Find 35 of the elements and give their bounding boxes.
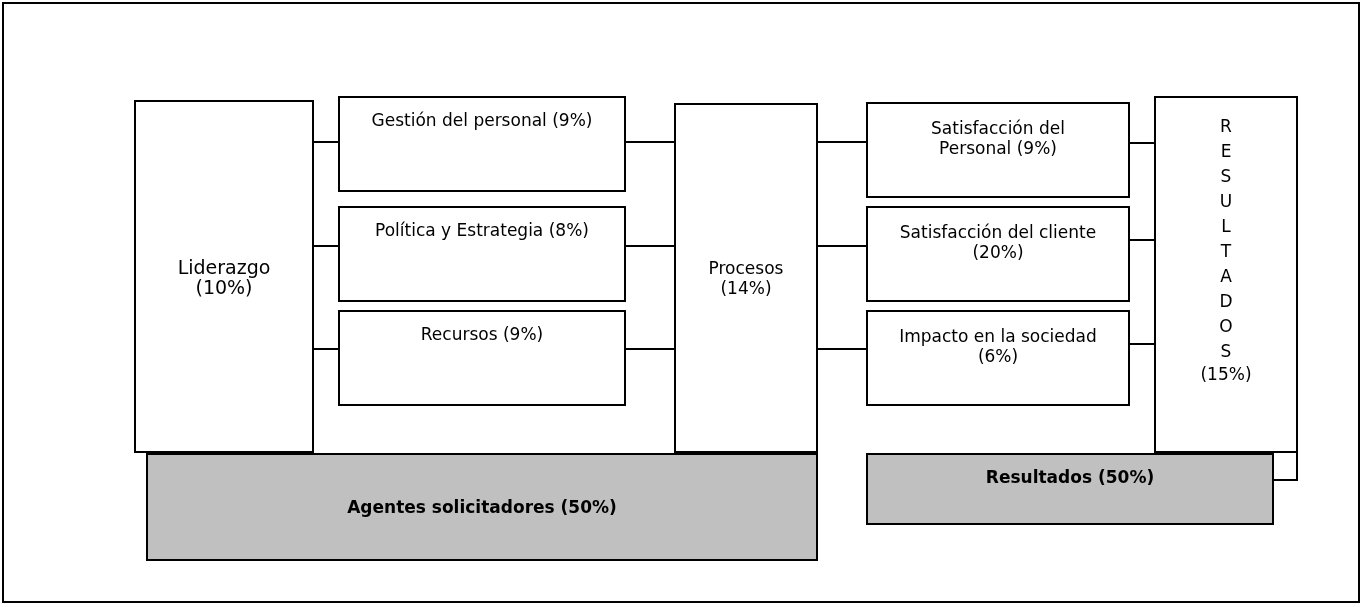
box-label: Satisfacción del Personal (9%) <box>930 118 1066 158</box>
box-label: Política y Estrategia (8%) <box>374 220 590 240</box>
box-label: Impacto en la sociedad (6%) <box>898 326 1098 366</box>
criterion-box <box>338 310 626 406</box>
box-label: Satisfacción del cliente (20%) <box>898 222 1098 262</box>
criterion-box <box>338 96 626 192</box>
connector-line <box>817 245 867 247</box>
criterion-box <box>338 206 626 302</box>
summary-bar <box>866 453 1274 525</box>
connector-line <box>313 348 339 350</box>
vertical-label: RESULTADOS <box>1218 115 1234 363</box>
connector-line <box>817 348 867 350</box>
box-label: Gestión del personal (9%) <box>370 110 594 130</box>
connector-line <box>1129 142 1155 144</box>
connector-line <box>625 141 675 143</box>
connector-line <box>313 245 339 247</box>
box-label: Agentes solicitadores (50%) <box>346 497 618 517</box>
box-label: Procesos (14%) <box>707 258 785 298</box>
connector-line <box>817 141 867 143</box>
connector-line <box>625 245 675 247</box>
criterion-box <box>866 206 1130 302</box>
criterion-box <box>674 103 818 453</box>
summary-bar <box>146 453 818 561</box>
criterion-box <box>134 100 314 453</box>
criterion-box <box>866 310 1130 406</box>
connector-line <box>625 348 675 350</box>
connector-line <box>313 141 339 143</box>
box-label: Resultados (50%) <box>984 467 1156 487</box>
criterion-box <box>866 102 1130 198</box>
box-label: Recursos (9%) <box>419 324 545 344</box>
box-label: Liderazgo (10%) <box>176 256 272 297</box>
connector-line <box>1129 343 1155 345</box>
criterion-box <box>1154 96 1298 453</box>
box-label: (15%) <box>1200 364 1252 384</box>
connector-line <box>1129 239 1155 241</box>
